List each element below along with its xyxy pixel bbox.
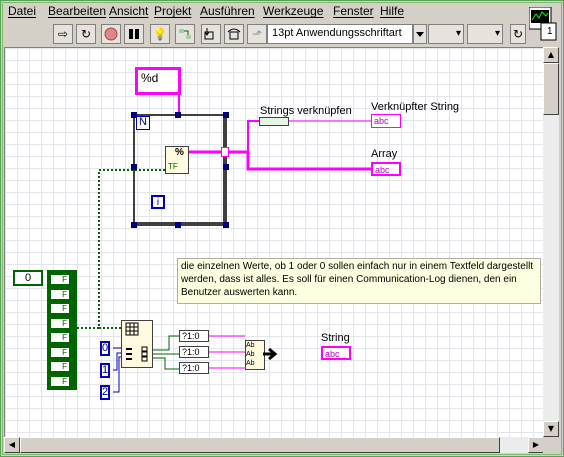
select-format-node[interactable]: ?1:0: [179, 362, 209, 374]
concat-input: Ab: [246, 360, 255, 367]
step-over-icon[interactable]: [224, 24, 244, 44]
menu-hilfe[interactable]: Hilfe: [380, 4, 405, 18]
indicator-text: abc: [325, 349, 340, 359]
toolbar: ⇨ ↻ 💡 ⬏ 13pt Anwendungsschriftart ▾ ▾ ↻: [3, 22, 528, 48]
loop-output-tunnel: [221, 147, 229, 157]
vertical-scroll-thumb[interactable]: [543, 63, 559, 115]
format-symbol: %: [175, 147, 184, 158]
step-into-icon[interactable]: [201, 24, 221, 44]
index-constant-2[interactable]: 2: [100, 385, 110, 400]
concat-input: Ab: [246, 342, 255, 349]
loop-corner: [223, 222, 229, 228]
bool-array-item[interactable]: F: [50, 361, 70, 372]
array-indicator[interactable]: abc: [371, 162, 401, 176]
menu-ansicht[interactable]: Ansicht: [109, 4, 149, 18]
wires-layer: [77, 81, 371, 393]
loop-tunnel-left: [131, 164, 137, 170]
format-into-string-node[interactable]: % TF: [165, 146, 189, 174]
loop-index-terminal[interactable]: i: [151, 195, 165, 209]
scroll-up-icon[interactable]: ▲: [543, 47, 559, 63]
scroll-left-icon[interactable]: ◀: [4, 437, 20, 453]
vi-icon[interactable]: 1: [528, 6, 557, 41]
indicator-text: abc: [374, 116, 389, 126]
index-constant-0[interactable]: 0: [100, 341, 110, 356]
align-objects-icon[interactable]: ▾: [428, 24, 464, 44]
loop-corner: [223, 164, 229, 170]
abort-icon[interactable]: [101, 24, 121, 44]
loop-corner: [223, 112, 229, 118]
format-tf: TF: [168, 162, 178, 171]
string-label: String: [321, 332, 350, 344]
vertical-scrollbar[interactable]: ▲ ▼: [543, 47, 559, 437]
concat-output-indicator[interactable]: abc: [371, 114, 401, 128]
string-indicator[interactable]: abc: [321, 346, 351, 360]
menu-ausfuehren[interactable]: Ausführen: [200, 4, 255, 18]
reorder-icon[interactable]: ↻: [510, 24, 526, 44]
menu-projekt[interactable]: Projekt: [154, 4, 192, 18]
bool-array-item[interactable]: F: [50, 332, 70, 343]
bool-array-item[interactable]: F: [50, 346, 70, 358]
loop-count-terminal[interactable]: N: [136, 116, 150, 130]
scroll-down-icon[interactable]: ▼: [543, 421, 559, 437]
connector-number: 1: [547, 26, 553, 37]
block-diagram[interactable]: %d N i % TF Strings verknüpfen Verknüpft…: [4, 47, 545, 438]
horizontal-scrollbar[interactable]: ◀ ▶: [4, 437, 544, 453]
concat-output-label: Verknüpfter String: [371, 101, 460, 113]
format-string-value: %d: [141, 71, 159, 85]
pause-icon[interactable]: [124, 24, 144, 44]
bool-array-item[interactable]: F: [50, 317, 70, 329]
index-array-node[interactable]: [121, 320, 153, 368]
run-arrow-icon[interactable]: ⇨: [53, 24, 73, 44]
select-format-node[interactable]: ?1:0: [179, 330, 209, 342]
distribute-objects-icon[interactable]: ▾: [467, 24, 503, 44]
bool-array-item[interactable]: F: [50, 288, 70, 300]
font-select[interactable]: 13pt Anwendungsschriftart: [267, 24, 413, 44]
concat-strings-node[interactable]: [259, 117, 289, 126]
run-continuously-icon[interactable]: ↻: [76, 24, 96, 44]
loop-tunnel-top: [175, 112, 181, 118]
format-string-constant[interactable]: %d: [135, 67, 181, 95]
bool-array-item[interactable]: F: [50, 375, 70, 387]
step-out-icon[interactable]: ⬏: [247, 24, 267, 44]
index-constant-1[interactable]: 1: [100, 363, 110, 378]
menu-fenster[interactable]: Fenster: [333, 4, 374, 18]
select-format-node[interactable]: ?1:0: [179, 346, 209, 358]
menu-werkzeuge[interactable]: Werkzeuge: [263, 4, 324, 18]
concat-label: Strings verknüpfen: [260, 105, 352, 117]
menu-datei[interactable]: Datei: [8, 4, 37, 18]
array-label: Array: [371, 148, 398, 160]
indicator-text: abc: [375, 165, 390, 175]
concat-input: Ab: [246, 351, 255, 358]
bool-array-item[interactable]: F: [50, 303, 70, 314]
chevron-down-icon[interactable]: [413, 24, 427, 44]
loop-corner: [131, 112, 137, 118]
menu-bearbeiten[interactable]: Bearbeiten: [48, 4, 107, 18]
menu-bar: Datei Bearbeiten Ansicht Projekt Ausführ…: [3, 4, 523, 20]
array-index-box[interactable]: 0: [13, 270, 43, 286]
retain-wire-values-icon[interactable]: [175, 24, 195, 44]
scroll-corner: [543, 437, 559, 453]
scroll-right-icon[interactable]: ▶: [528, 437, 544, 453]
horizontal-scroll-thumb[interactable]: [20, 437, 500, 453]
loop-corner: [131, 222, 137, 228]
array-index-value: 0: [25, 272, 32, 284]
concat-output-arrow: [263, 347, 279, 361]
bool-array-item[interactable]: F: [50, 274, 70, 285]
comment-text[interactable]: die einzelnen Werte, ob 1 oder 0 sollen …: [177, 258, 541, 304]
loop-corner: [175, 222, 181, 228]
highlight-execution-icon[interactable]: 💡: [150, 24, 170, 44]
